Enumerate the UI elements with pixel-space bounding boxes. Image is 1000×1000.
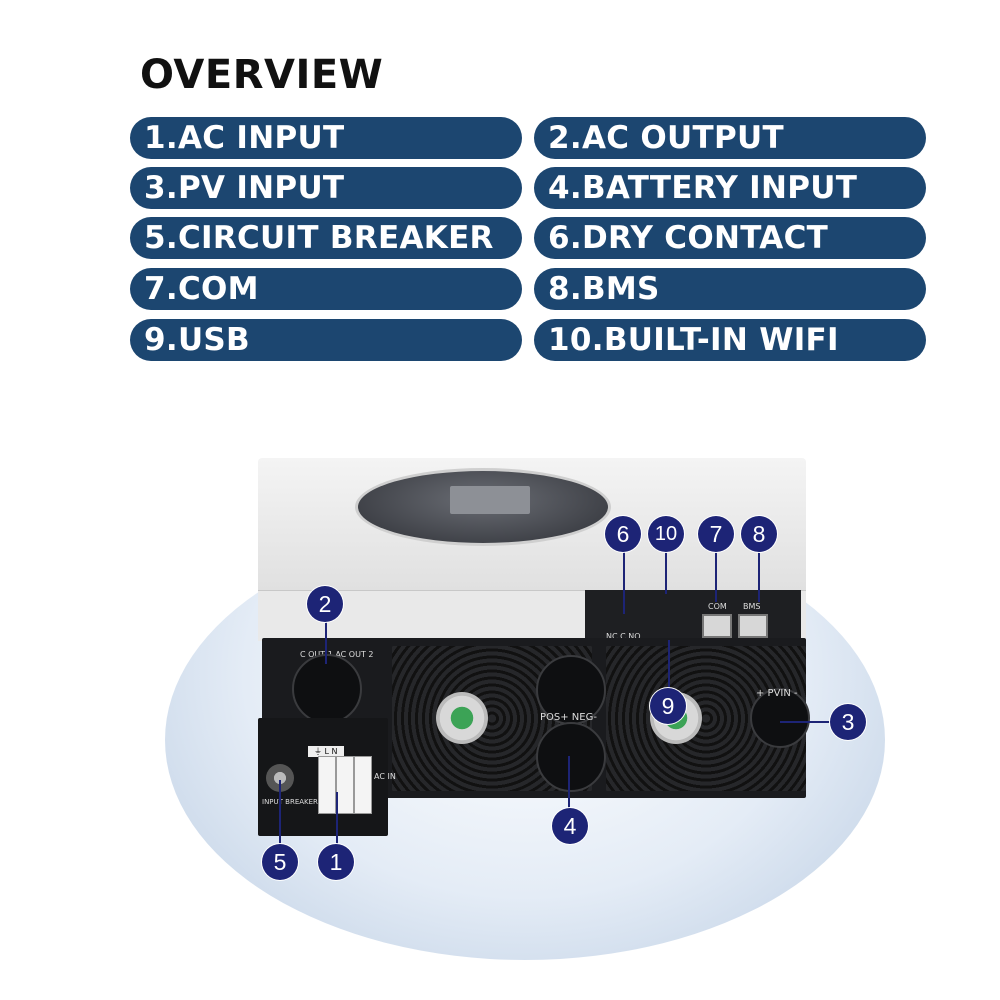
callout-4: 4 [552, 808, 588, 844]
pv-text: + PVIN - [756, 688, 798, 699]
item-com: 7.COM [130, 268, 522, 310]
terminal-text: ⏚ L N [308, 746, 344, 757]
callout-3: 3 [830, 704, 866, 740]
lcd-screen [450, 486, 530, 514]
item-ac-output: 2.AC OUTPUT [534, 117, 926, 159]
callout-8: 8 [741, 516, 777, 552]
item-dry-contact: 6.DRY CONTACT [534, 217, 926, 259]
leader-10 [665, 552, 667, 594]
pv-gland [750, 688, 810, 748]
item-ac-input: 1.AC INPUT [130, 117, 522, 159]
item-usb: 9.USB [130, 319, 522, 361]
com-port [702, 614, 732, 638]
leader-4 [568, 756, 570, 808]
leader-5 [279, 780, 281, 844]
callout-6: 6 [605, 516, 641, 552]
item-circuit-breaker: 5.CIRCUIT BREAKER [130, 217, 522, 259]
inverter-illustration: NC C NO COM BMS C OUT 1 AC OUT 2 POS+ NE… [0, 400, 1000, 1000]
leader-6 [623, 552, 625, 614]
callout-1: 1 [318, 844, 354, 880]
terminal-l [336, 756, 354, 814]
callout-7: 7 [698, 516, 734, 552]
battery-text: POS+ NEG- [540, 712, 597, 723]
callout-9: 9 [650, 688, 686, 724]
callout-5: 5 [262, 844, 298, 880]
display-dome [355, 468, 611, 546]
battery-gland-bottom [536, 722, 606, 792]
ac-output-gland [292, 654, 362, 724]
battery-gland-top [536, 655, 606, 725]
leader-2 [325, 622, 327, 664]
overview-title: OVERVIEW [140, 52, 384, 98]
leader-1 [336, 792, 338, 844]
leader-3 [780, 721, 832, 723]
bms-port-text: BMS [743, 602, 761, 611]
leader-7 [715, 552, 717, 602]
bms-port [738, 614, 768, 638]
item-pv-input: 3.PV INPUT [130, 167, 522, 209]
terminal-ground [318, 756, 336, 814]
callout-2: 2 [307, 586, 343, 622]
fan-hub-left [436, 692, 488, 744]
callout-10: 10 [648, 516, 684, 552]
leader-8 [758, 552, 760, 602]
item-built-in-wifi: 10.BUILT-IN WIFI [534, 319, 926, 361]
terminal-n [354, 756, 372, 814]
breaker-text: INPUT BREAKER [262, 798, 318, 806]
dry-contact-text: NC C NO [606, 632, 641, 641]
ac-in-text: AC IN [374, 772, 396, 781]
item-bms: 8.BMS [534, 268, 926, 310]
com-port-text: COM [708, 602, 727, 611]
item-battery-input: 4.BATTERY INPUT [534, 167, 926, 209]
leader-9 [668, 640, 670, 690]
